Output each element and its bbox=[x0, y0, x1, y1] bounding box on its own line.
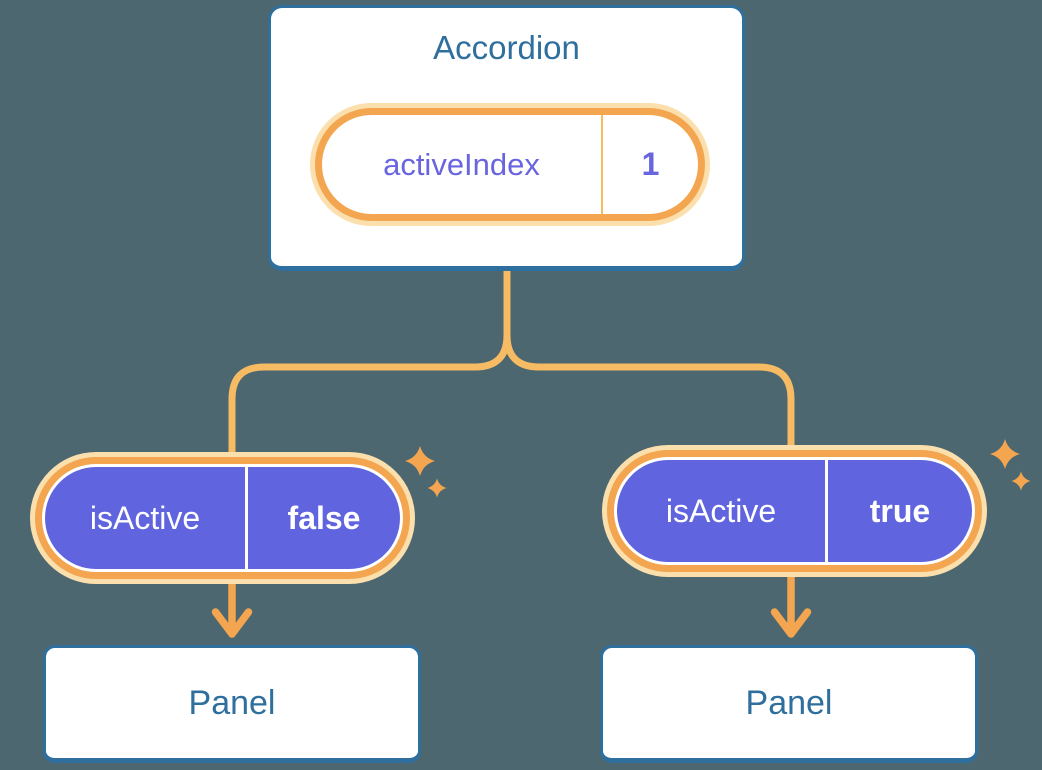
prop-pill-left: isActive false bbox=[35, 457, 410, 579]
state-value: 1 bbox=[641, 146, 660, 182]
accordion-title: Accordion bbox=[433, 29, 580, 66]
state-name: activeIndex bbox=[383, 146, 540, 182]
prop-pill-right: isActive true bbox=[607, 450, 982, 572]
connector-root-to-left bbox=[228, 265, 511, 458]
sparkles-left-icon bbox=[405, 446, 447, 498]
sparkles-right-icon bbox=[990, 439, 1031, 491]
pill-divider bbox=[245, 467, 248, 569]
connector-root-to-right bbox=[503, 265, 795, 452]
pill-divider bbox=[601, 115, 603, 214]
prop-name-left: isActive bbox=[89, 499, 201, 536]
prop-name-right: isActive bbox=[665, 492, 777, 529]
prop-value-right: true bbox=[869, 492, 931, 529]
accordion-component-box: Accordion activeIndex 1 bbox=[268, 5, 745, 271]
panel-box-right: Panel bbox=[600, 645, 978, 763]
state-pill-activeindex: activeIndex 1 bbox=[315, 108, 705, 221]
prop-value-left: false bbox=[287, 499, 361, 536]
pill-divider bbox=[825, 460, 828, 562]
panel-box-left: Panel bbox=[43, 645, 421, 763]
